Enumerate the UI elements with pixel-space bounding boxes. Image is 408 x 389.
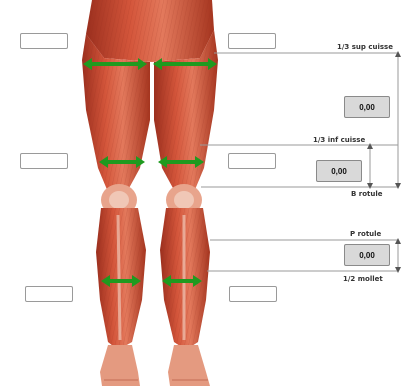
label-inf-cuisse: 1/3 inf cuisse [313, 136, 365, 144]
upper-left-input[interactable] [20, 33, 68, 49]
middle-right-input[interactable] [228, 153, 276, 169]
lower-left-input[interactable] [25, 286, 73, 302]
label-mollet: 1/2 mollet [343, 275, 383, 283]
label-sup-cuisse: 1/3 sup cuisse [337, 43, 393, 51]
calf-value: 0,00 [344, 244, 390, 266]
lower-right-input[interactable] [229, 286, 277, 302]
middle-left-input[interactable] [20, 153, 68, 169]
thigh-upper-value: 0,00 [344, 96, 390, 118]
label-p-rotule: P rotule [350, 230, 381, 238]
upper-right-input[interactable] [228, 33, 276, 49]
thigh-lower-value: 0,00 [316, 160, 362, 182]
label-b-rotule: B rotule [351, 190, 383, 198]
